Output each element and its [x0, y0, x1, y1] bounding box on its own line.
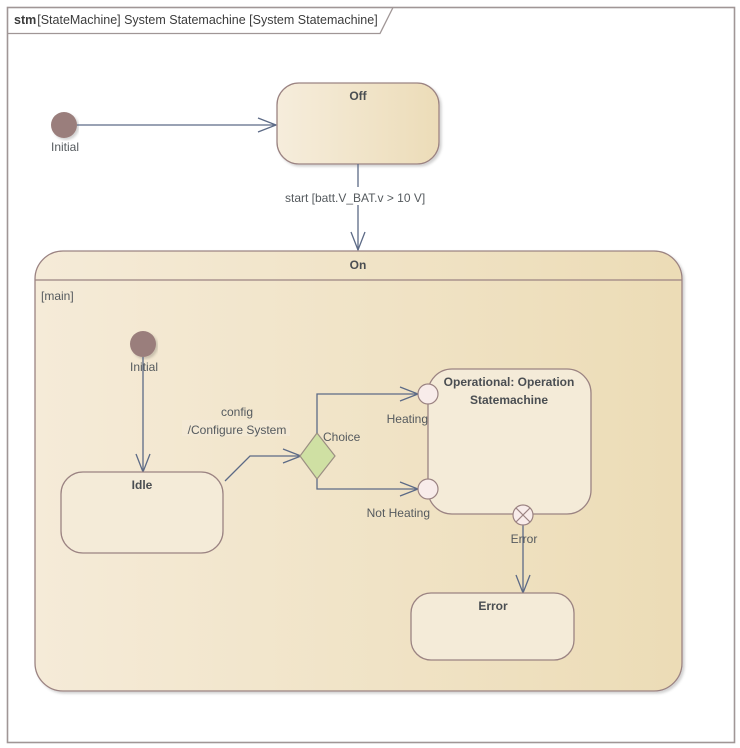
entry-point-not-heating[interactable]: Not Heating	[367, 478, 439, 520]
state-off[interactable]: Off	[276, 82, 440, 165]
entry-point-heating[interactable]: Heating	[387, 383, 439, 426]
arrowhead-icon	[257, 117, 278, 133]
top-initial-label: Initial	[51, 140, 79, 154]
exit-error-label: Error	[511, 532, 538, 546]
entry-point-icon[interactable]	[417, 478, 439, 500]
region-main-label: [main]	[41, 289, 74, 303]
frame-title-tab	[7, 7, 394, 35]
submachine-name-line2: Statemachine	[470, 393, 548, 407]
state-on-name: On	[350, 258, 367, 272]
state-off-name: Off	[349, 89, 367, 103]
transition-config-trigger: config	[221, 405, 253, 419]
inner-initial-label: Initial	[130, 360, 158, 374]
frame-title: stm[StateMachine] System Statemachine [S…	[14, 13, 378, 27]
arrowhead-icon	[350, 231, 366, 252]
choice-label: Choice	[323, 430, 361, 444]
inner-initial-node[interactable]	[130, 331, 156, 357]
state-idle-name: Idle	[132, 478, 153, 492]
state-idle[interactable]: Idle	[60, 471, 224, 554]
top-initial-node[interactable]: Initial	[51, 112, 79, 154]
choice-node[interactable]: Choice	[299, 430, 361, 480]
state-error-name: Error	[478, 599, 508, 613]
transition-start-label: start [batt.V_BAT.v > 10 V]	[285, 191, 425, 205]
transition-config-effect: /Configure System	[188, 423, 287, 437]
transition-config[interactable]: config /Configure System	[182, 405, 303, 482]
entry-point-icon[interactable]	[417, 383, 439, 405]
frame-keyword: stm	[14, 13, 36, 27]
state-on[interactable]: On [main]	[34, 250, 683, 692]
transition-start[interactable]: start [batt.V_BAT.v > 10 V]	[285, 164, 425, 252]
transition-label-bg	[182, 420, 290, 436]
initial-pseudostate-icon[interactable]	[51, 112, 77, 138]
exit-cross-icon	[515, 507, 531, 523]
submachine-name-line1: Operational: Operation	[444, 375, 575, 389]
transition-initial-to-off[interactable]	[77, 117, 278, 133]
entry-not-heating-label: Not Heating	[367, 506, 430, 520]
initial-pseudostate-icon[interactable]	[130, 331, 156, 357]
frame-title-text: [StateMachine] System Statemachine [Syst…	[37, 13, 377, 27]
exit-point-error[interactable]: Error	[511, 504, 538, 595]
state-operational-submachine[interactable]: Operational: Operation Statemachine	[427, 368, 592, 515]
state-error[interactable]: Error	[410, 592, 575, 661]
entry-heating-label: Heating	[387, 412, 428, 426]
